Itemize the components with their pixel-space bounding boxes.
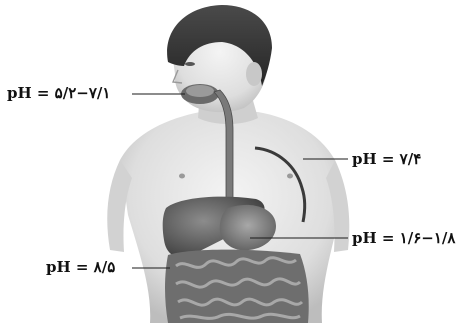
label-stomach-ph: pH = ۱/۶−۱/۸ (352, 229, 455, 247)
label-intestine-ph: pH = ۸/۵ (46, 258, 115, 276)
label-blood-ph: pH = ۷/۴ (352, 150, 421, 168)
label-mouth-ph: pH = ۵/۲−۷/۱ (7, 84, 110, 102)
ear (246, 62, 262, 86)
intestines (165, 250, 309, 323)
eye (185, 62, 195, 66)
mouth-cavity (181, 84, 219, 104)
